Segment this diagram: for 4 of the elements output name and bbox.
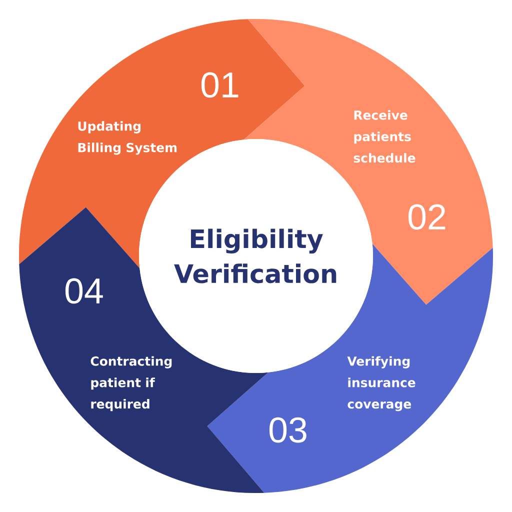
step-number: 04 bbox=[65, 278, 103, 304]
step-number: 02 bbox=[408, 204, 446, 230]
step-number: 03 bbox=[269, 417, 306, 443]
step-number: 01 bbox=[201, 72, 238, 98]
